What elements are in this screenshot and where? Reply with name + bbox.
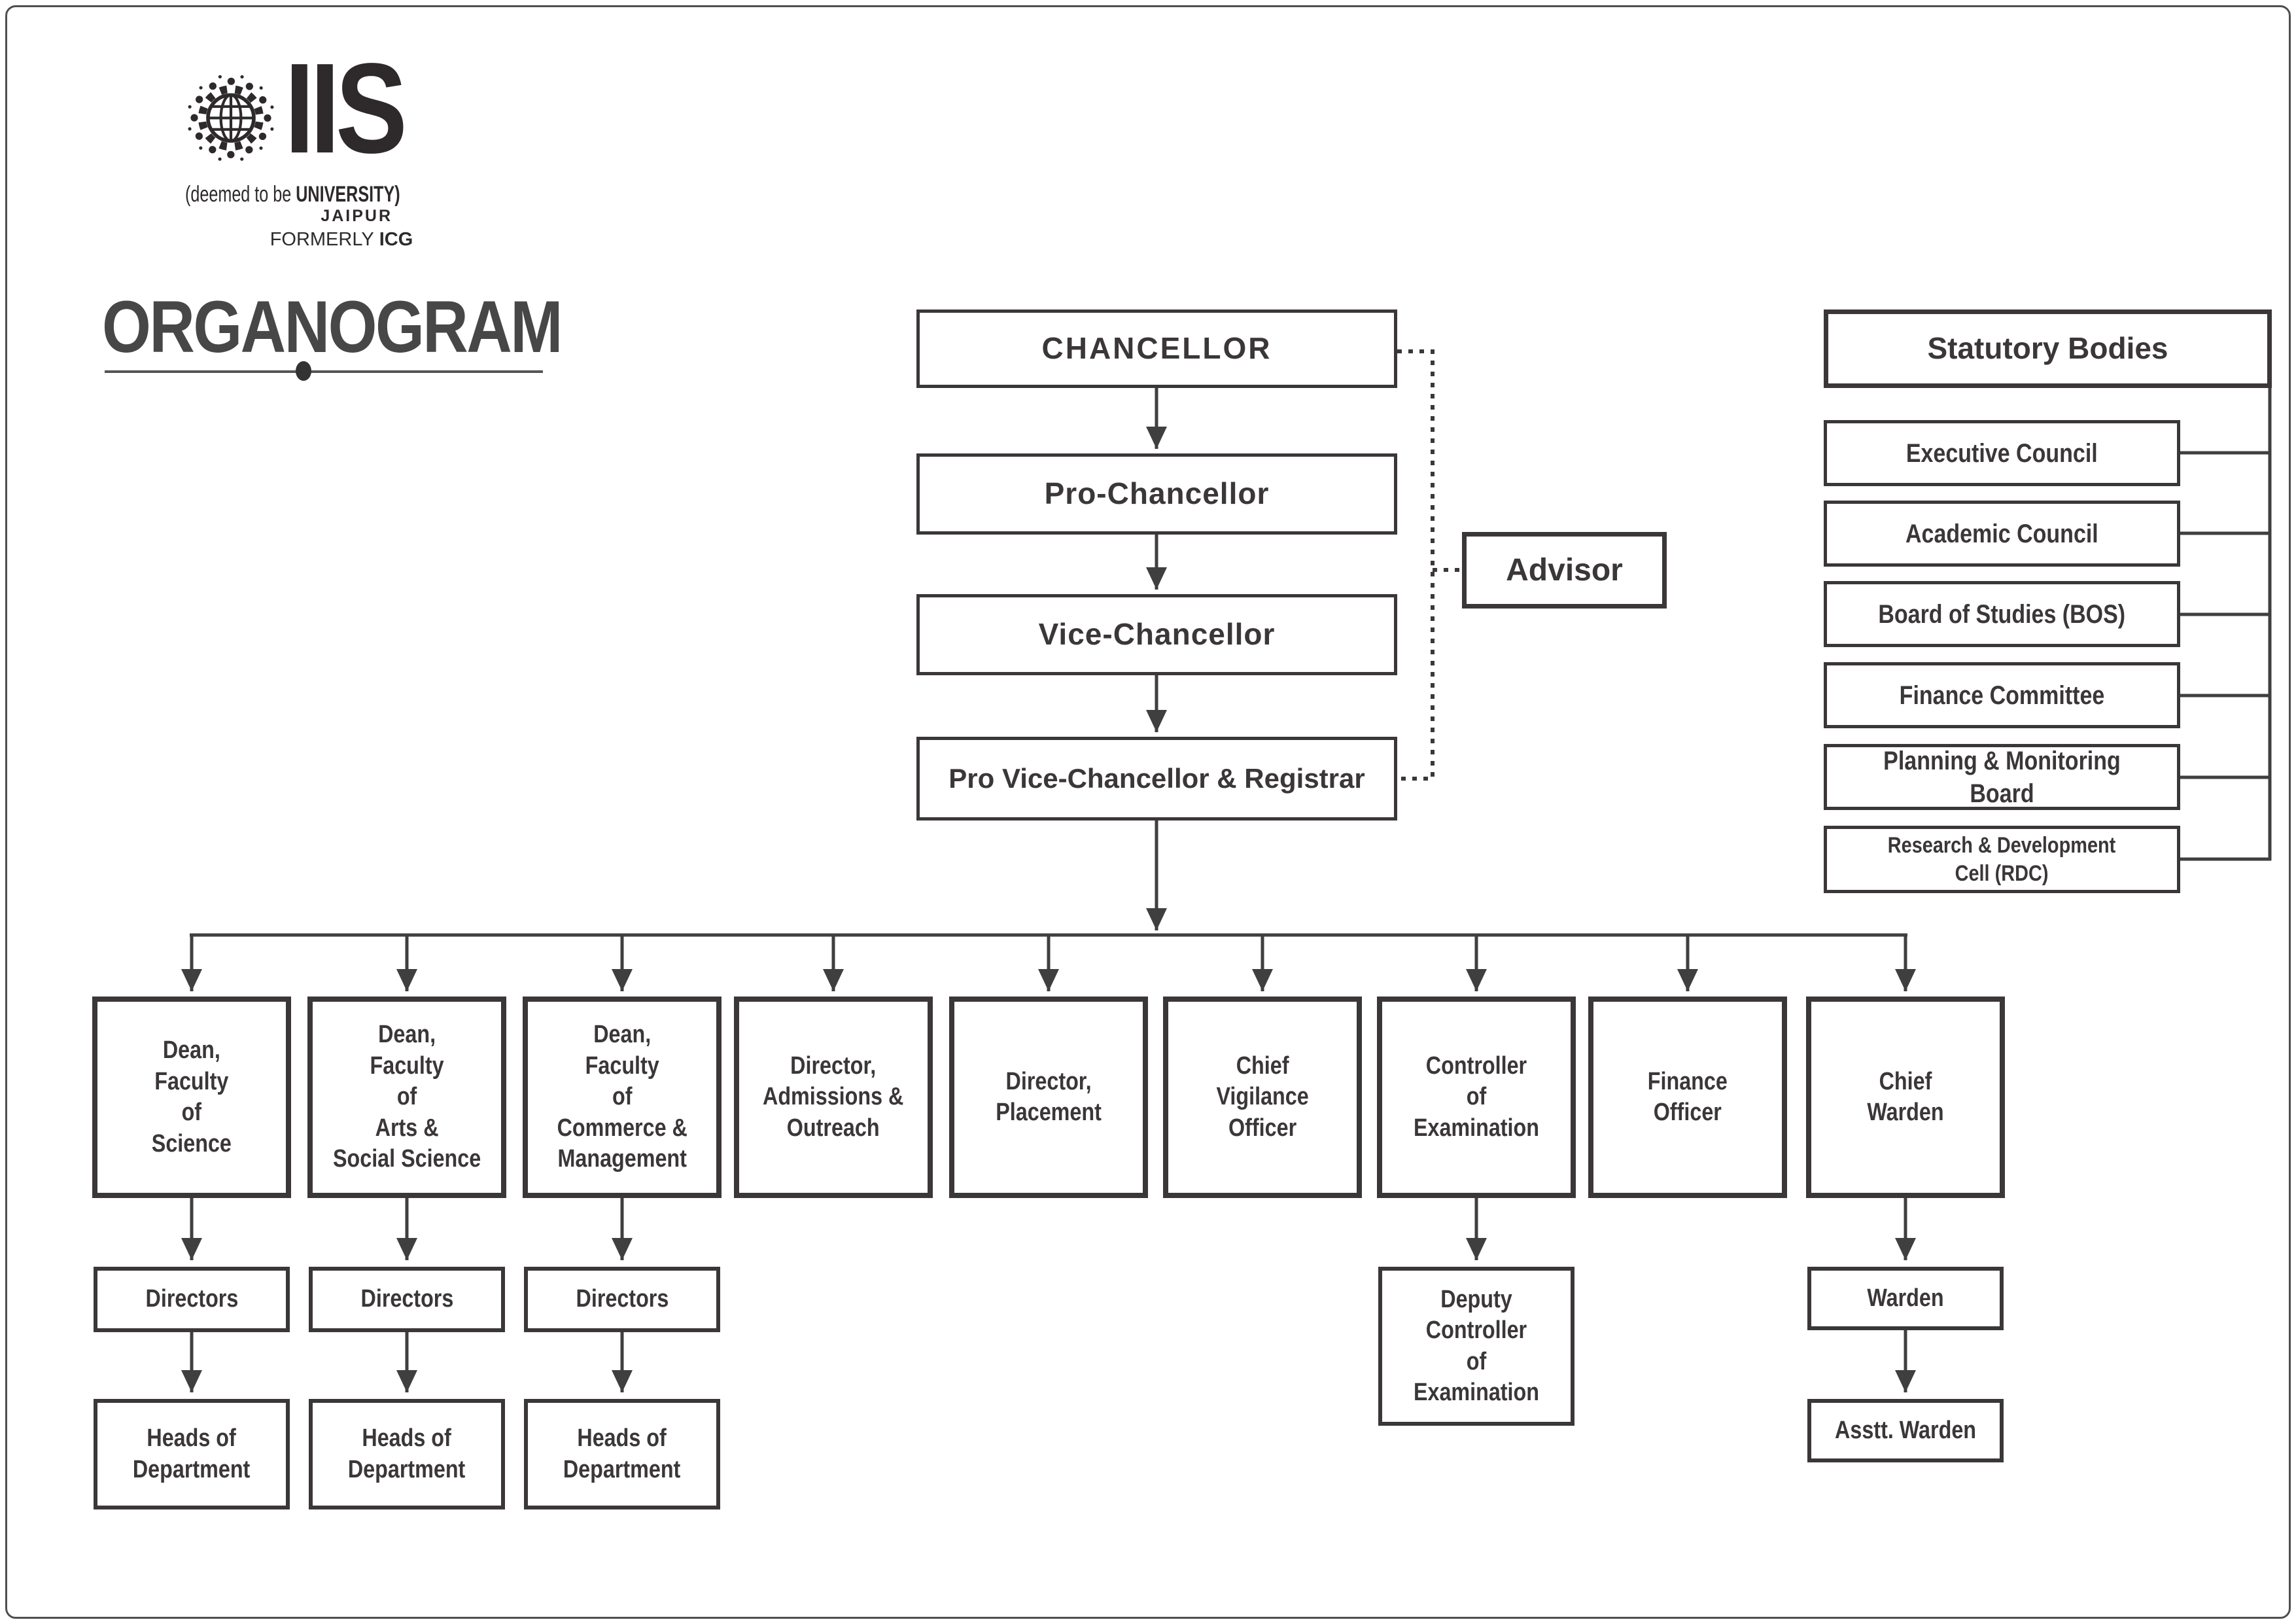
box-dean-science: Dean, Faculty of Science: [92, 997, 291, 1198]
hod-arts-label: Heads of Department: [348, 1424, 466, 1483]
formerly-org: ICG: [379, 229, 413, 250]
directors-commerce-label: Directors: [576, 1285, 669, 1313]
logo-acronym: IIS: [285, 37, 408, 180]
finance-committee-label: Finance Committee: [1899, 680, 2105, 710]
box-director-placement: Director, Placement: [949, 997, 1148, 1198]
formerly-word: FORMERLY: [270, 229, 374, 250]
box-advisor: Advisor: [1462, 532, 1667, 609]
directors-science-label: Directors: [145, 1285, 238, 1313]
board-of-studies-label: Board of Studies (BOS): [1878, 599, 2126, 629]
box-finance-committee: Finance Committee: [1824, 662, 2180, 728]
dotted-chancellor-advisor-registrar-link: [1397, 349, 1435, 781]
director-admissions-label: Director, Admissions & Outreach: [763, 1051, 904, 1142]
executive-council-label: Executive Council: [1906, 438, 2098, 468]
box-hod-arts: Heads of Department: [309, 1399, 505, 1509]
pro-vice-chancellor-registrar-label: Pro Vice-Chancellor & Registrar: [948, 762, 1365, 794]
box-academic-council: Academic Council: [1824, 501, 2180, 567]
box-board-of-studies: Board of Studies (BOS): [1824, 581, 2180, 647]
university-logo: IIS (deemed to be UNIVERSITY) JAIPUR FOR…: [185, 44, 413, 251]
box-directors-arts: Directors: [309, 1267, 505, 1332]
box-deputy-controller-examination: Deputy Controller of Examination: [1378, 1267, 1574, 1426]
planning-monitoring-board-label: Planning & Monitoring Board: [1883, 746, 2121, 808]
box-chancellor: CHANCELLOR: [916, 309, 1397, 388]
box-vice-chancellor: Vice-Chancellor: [916, 594, 1397, 675]
box-chief-vigilance-officer: Chief Vigilance Officer: [1163, 997, 1362, 1198]
asstt-warden-label: Asstt. Warden: [1835, 1416, 1976, 1444]
controller-of-examination-label: Controller of Examination: [1413, 1051, 1540, 1142]
vice-chancellor-label: Vice-Chancellor: [1038, 617, 1276, 652]
pro-chancellor-label: Pro-Chancellor: [1044, 476, 1270, 511]
logo-university-word: UNIVERSITY): [296, 182, 400, 207]
deputy-controller-label: Deputy Controller of Examination: [1413, 1285, 1540, 1407]
box-planning-monitoring-board: Planning & Monitoring Board: [1824, 744, 2180, 810]
box-executive-council: Executive Council: [1824, 420, 2180, 486]
title-underline-dot: [296, 361, 311, 381]
box-directors-science: Directors: [94, 1267, 290, 1332]
box-finance-officer: Finance Officer: [1588, 997, 1787, 1198]
chancellor-label: CHANCELLOR: [1041, 331, 1272, 366]
hod-commerce-label: Heads of Department: [563, 1424, 681, 1483]
directors-arts-label: Directors: [360, 1285, 453, 1313]
chief-vigilance-officer-label: Chief Vigilance Officer: [1216, 1051, 1309, 1142]
advisor-label: Advisor: [1506, 552, 1623, 588]
dean-science-label: Dean, Faculty of Science: [151, 1036, 232, 1157]
box-controller-of-examination: Controller of Examination: [1377, 997, 1576, 1198]
logo-deemed-prefix: (deemed to be: [185, 182, 292, 207]
page-border: [5, 5, 2291, 1619]
globe-people-icon: [186, 73, 275, 162]
box-statutory-bodies-header: Statutory Bodies: [1824, 309, 2272, 388]
dean-commerce-label: Dean, Faculty of Commerce & Management: [557, 1021, 687, 1173]
box-asstt-warden: Asstt. Warden: [1807, 1399, 2004, 1462]
warden-label: Warden: [1867, 1284, 1944, 1312]
logo-deemed-line: (deemed to be UNIVERSITY): [185, 182, 400, 207]
box-hod-commerce: Heads of Department: [524, 1399, 720, 1509]
box-hod-science: Heads of Department: [94, 1399, 290, 1509]
logo-formerly-line: FORMERLY ICG: [234, 229, 449, 251]
dean-arts-label: Dean, Faculty of Arts & Social Science: [332, 1021, 481, 1173]
box-dean-commerce-management: Dean, Faculty of Commerce & Management: [523, 997, 722, 1198]
title-underline: [105, 370, 543, 373]
box-directors-commerce: Directors: [524, 1267, 720, 1332]
box-pro-chancellor: Pro-Chancellor: [916, 453, 1397, 535]
box-research-development-cell: Research & Development Cell (RDC): [1824, 826, 2180, 893]
research-development-cell-label: Research & Development Cell (RDC): [1888, 833, 2116, 886]
box-chief-warden: Chief Warden: [1806, 997, 2005, 1198]
finance-officer-label: Finance Officer: [1647, 1067, 1728, 1127]
hod-science-label: Heads of Department: [133, 1424, 251, 1483]
statutory-bodies-title: Statutory Bodies: [1927, 331, 2168, 366]
academic-council-label: Academic Council: [1905, 519, 2098, 548]
box-director-admissions-outreach: Director, Admissions & Outreach: [734, 997, 933, 1198]
logo-city: JAIPUR: [321, 207, 392, 225]
director-placement-label: Director, Placement: [996, 1067, 1102, 1127]
box-dean-arts-social-science: Dean, Faculty of Arts & Social Science: [307, 997, 506, 1198]
page-title: ORGANOGRAM: [102, 286, 563, 368]
box-pro-vice-chancellor-registrar: Pro Vice-Chancellor & Registrar: [916, 737, 1397, 821]
chief-warden-label: Chief Warden: [1867, 1067, 1944, 1127]
box-warden: Warden: [1807, 1267, 2004, 1330]
